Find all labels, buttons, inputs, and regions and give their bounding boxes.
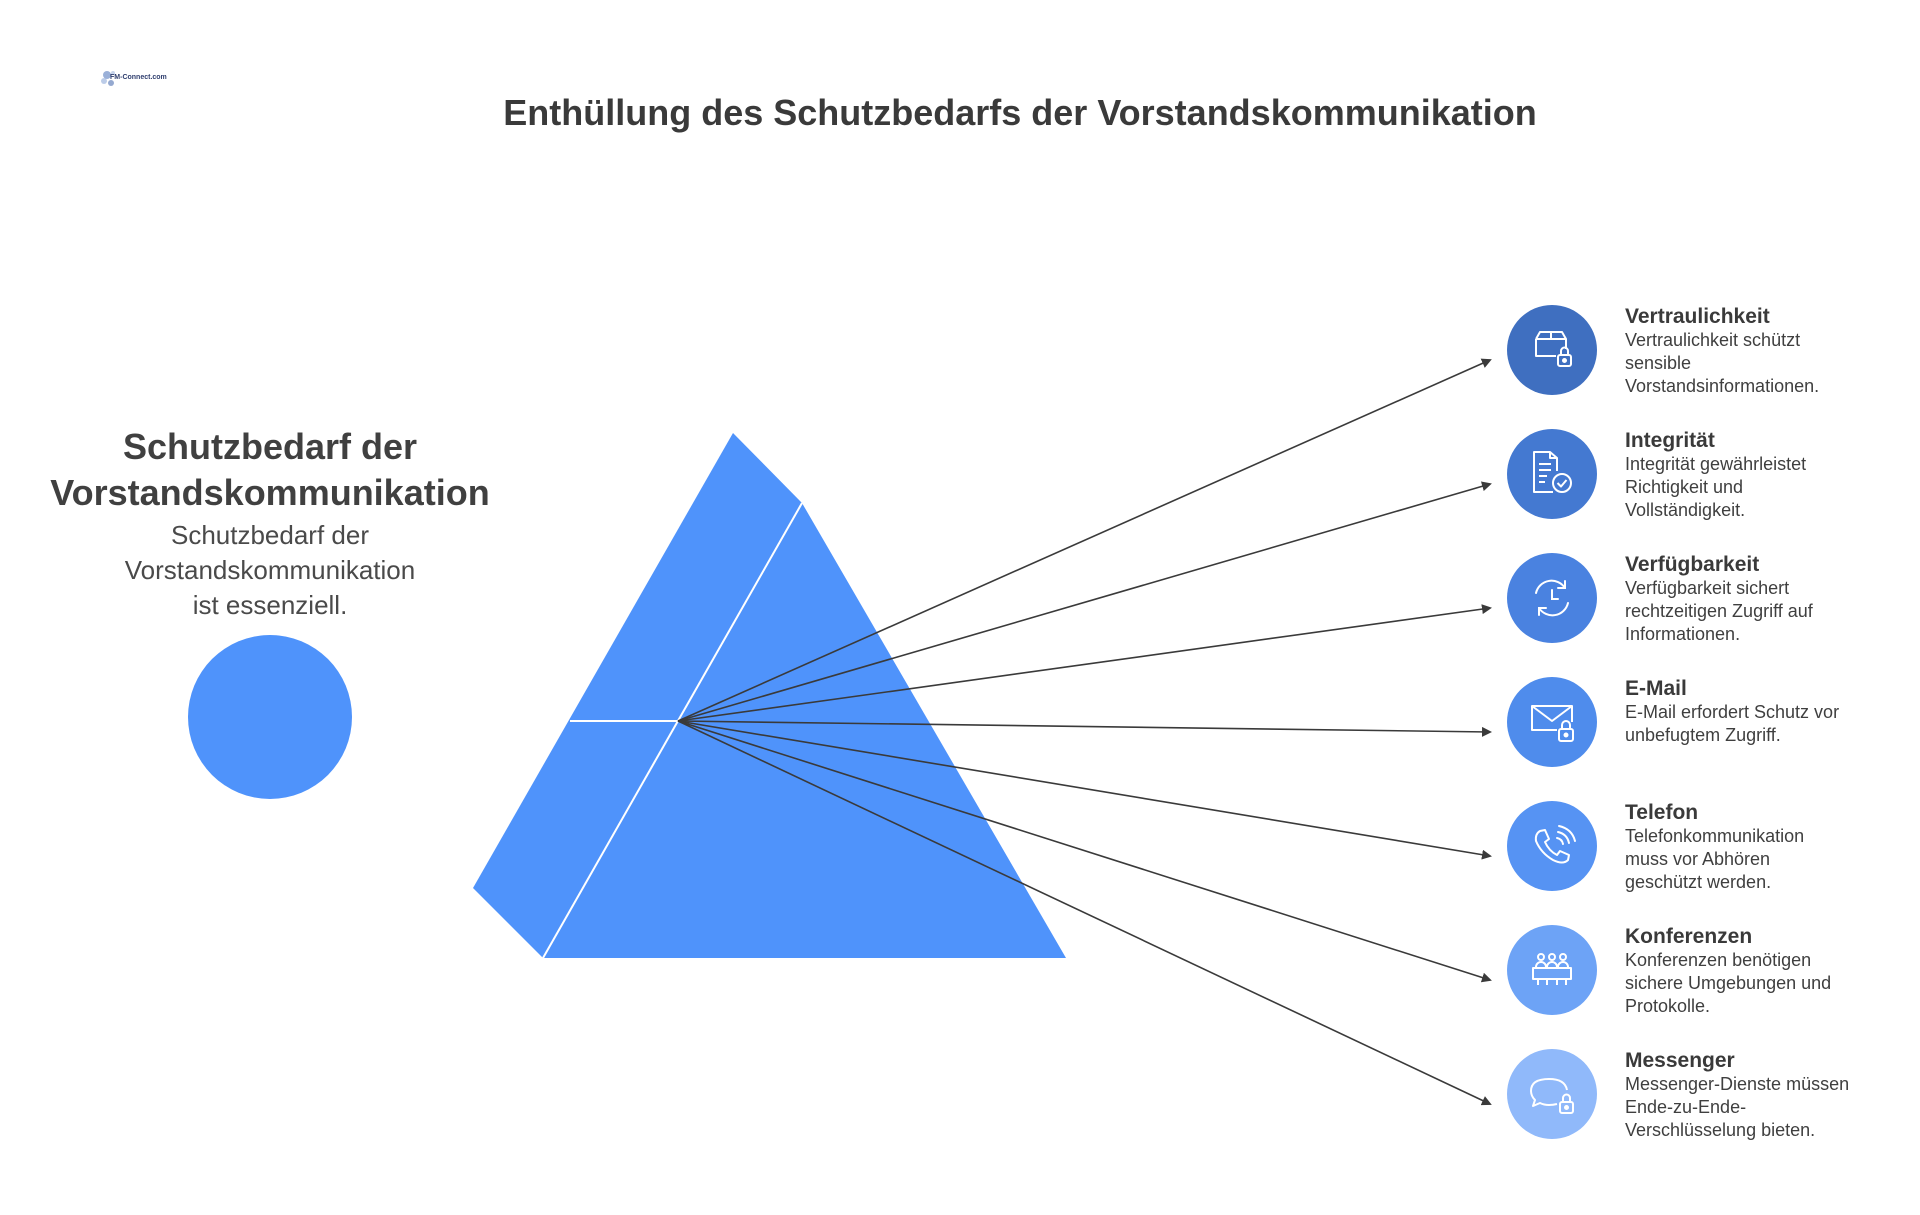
conference-table-icon [1532, 953, 1572, 985]
prism-front-face [543, 503, 1066, 958]
item-description-line: geschützt werden. [1625, 872, 1772, 892]
item-title: Telefon [1625, 801, 1699, 824]
source-heading-line1: Schutzbedarf der [122, 426, 418, 467]
source-description-line1: Schutzbedarf der [170, 520, 369, 550]
ray-arrow-1 [677, 358, 1492, 722]
item-description-line: Verschlüsselung bieten. [1625, 1120, 1816, 1140]
item-description-line: Telefonkommunikation [1625, 826, 1805, 846]
source-circle [188, 635, 352, 799]
item-title: Konferenzen [1625, 925, 1753, 948]
item-description-line: Integrität gewährleistet [1625, 454, 1807, 474]
item-description-line: Vollständigkeit. [1625, 500, 1746, 520]
item-title: Verfügbarkeit [1625, 553, 1760, 576]
item-title: E-Mail [1625, 677, 1687, 700]
prism-edge [542, 502, 803, 959]
item-description-line: Vorstandsinformationen. [1625, 376, 1820, 396]
source-label: Schutzbedarf der Vorstandskommunikation … [30, 424, 510, 623]
ray-arrow-2 [677, 481, 1492, 722]
item-circle-5 [1507, 801, 1597, 891]
chat-lock-icon [1530, 1078, 1574, 1114]
item-description-line: rechtzeitigen Zugriff auf [1625, 601, 1813, 621]
item-description-line: Vertraulichkeit schützt [1625, 330, 1801, 350]
ray-arrow-5 [677, 720, 1492, 860]
item-description-line: Konferenzen benötigen [1625, 950, 1812, 970]
item-title: Integrität [1625, 429, 1715, 452]
item-description-line: Protokolle. [1625, 996, 1711, 1016]
item-circle-2 [1507, 429, 1597, 519]
item-description-line: Ende-zu-Ende- [1625, 1097, 1747, 1117]
source-description: Schutzbedarf der Vorstandskommunikation … [30, 518, 510, 623]
document-check-icon [1533, 451, 1572, 493]
item-title: Vertraulichkeit [1625, 305, 1770, 328]
item-description-line: unbefugtem Zugriff. [1625, 725, 1781, 745]
item-description-line: Verfügbarkeit sichert [1625, 578, 1790, 598]
mail-lock-icon [1531, 705, 1574, 742]
source-description-line3: ist essenziell. [192, 590, 348, 620]
ray-arrow-4 [677, 720, 1492, 737]
clock-refresh-icon [1535, 579, 1569, 617]
item-description-line: Messenger-Dienste müssen [1625, 1074, 1850, 1094]
item-circle-3 [1507, 553, 1597, 643]
item-title: Messenger [1625, 1049, 1735, 1072]
item-description-line: muss vor Abhören [1625, 849, 1771, 869]
item-description-line: sichere Umgebungen und [1625, 973, 1832, 993]
prism-left-face [473, 433, 802, 958]
prism [473, 433, 1066, 959]
source-heading-line2: Vorstandskommunikation [50, 472, 490, 513]
rays [677, 358, 1492, 1106]
item-circle-7 [1507, 1049, 1597, 1139]
ray-arrow-3 [677, 604, 1492, 722]
ray-arrow-6 [677, 720, 1492, 983]
source-heading: Schutzbedarf der Vorstandskommunikation [30, 424, 510, 516]
source-description-line2: Vorstandskommunikation [124, 555, 416, 585]
item-description-line: E-Mail erfordert Schutz vor [1625, 702, 1840, 722]
item-circle-4 [1507, 677, 1597, 767]
phone-ringing-icon [1534, 825, 1576, 864]
ray-arrow-7 [677, 720, 1492, 1106]
page-title: Enthüllung des Schutzbedarfs der Vorstan… [503, 92, 1537, 133]
package-lock-icon [1535, 331, 1572, 367]
logo [101, 71, 115, 86]
item-circle-6 [1507, 925, 1597, 1015]
item-description-line: Informationen. [1625, 624, 1741, 644]
logo-text: FM-Connect.com [110, 74, 167, 81]
item-description-line: Richtigkeit und [1625, 477, 1744, 497]
item-circle-1 [1507, 305, 1597, 395]
item-description-line: sensible [1625, 353, 1692, 373]
